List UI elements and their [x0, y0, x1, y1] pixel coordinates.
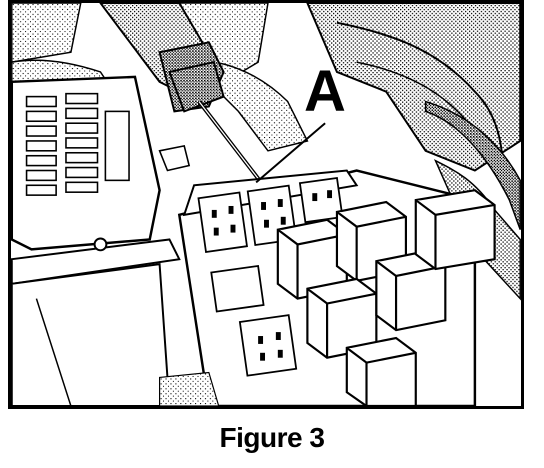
callout-leader-line	[255, 122, 326, 184]
screwdriver	[168, 60, 263, 184]
relays	[276, 189, 496, 406]
figure-caption: Figure 3	[219, 422, 325, 453]
callout-label-a: A	[304, 59, 346, 124]
left-fuse-block	[11, 75, 191, 406]
illustration-frame: A	[8, 0, 524, 409]
fuse-box-illustration	[11, 3, 521, 406]
